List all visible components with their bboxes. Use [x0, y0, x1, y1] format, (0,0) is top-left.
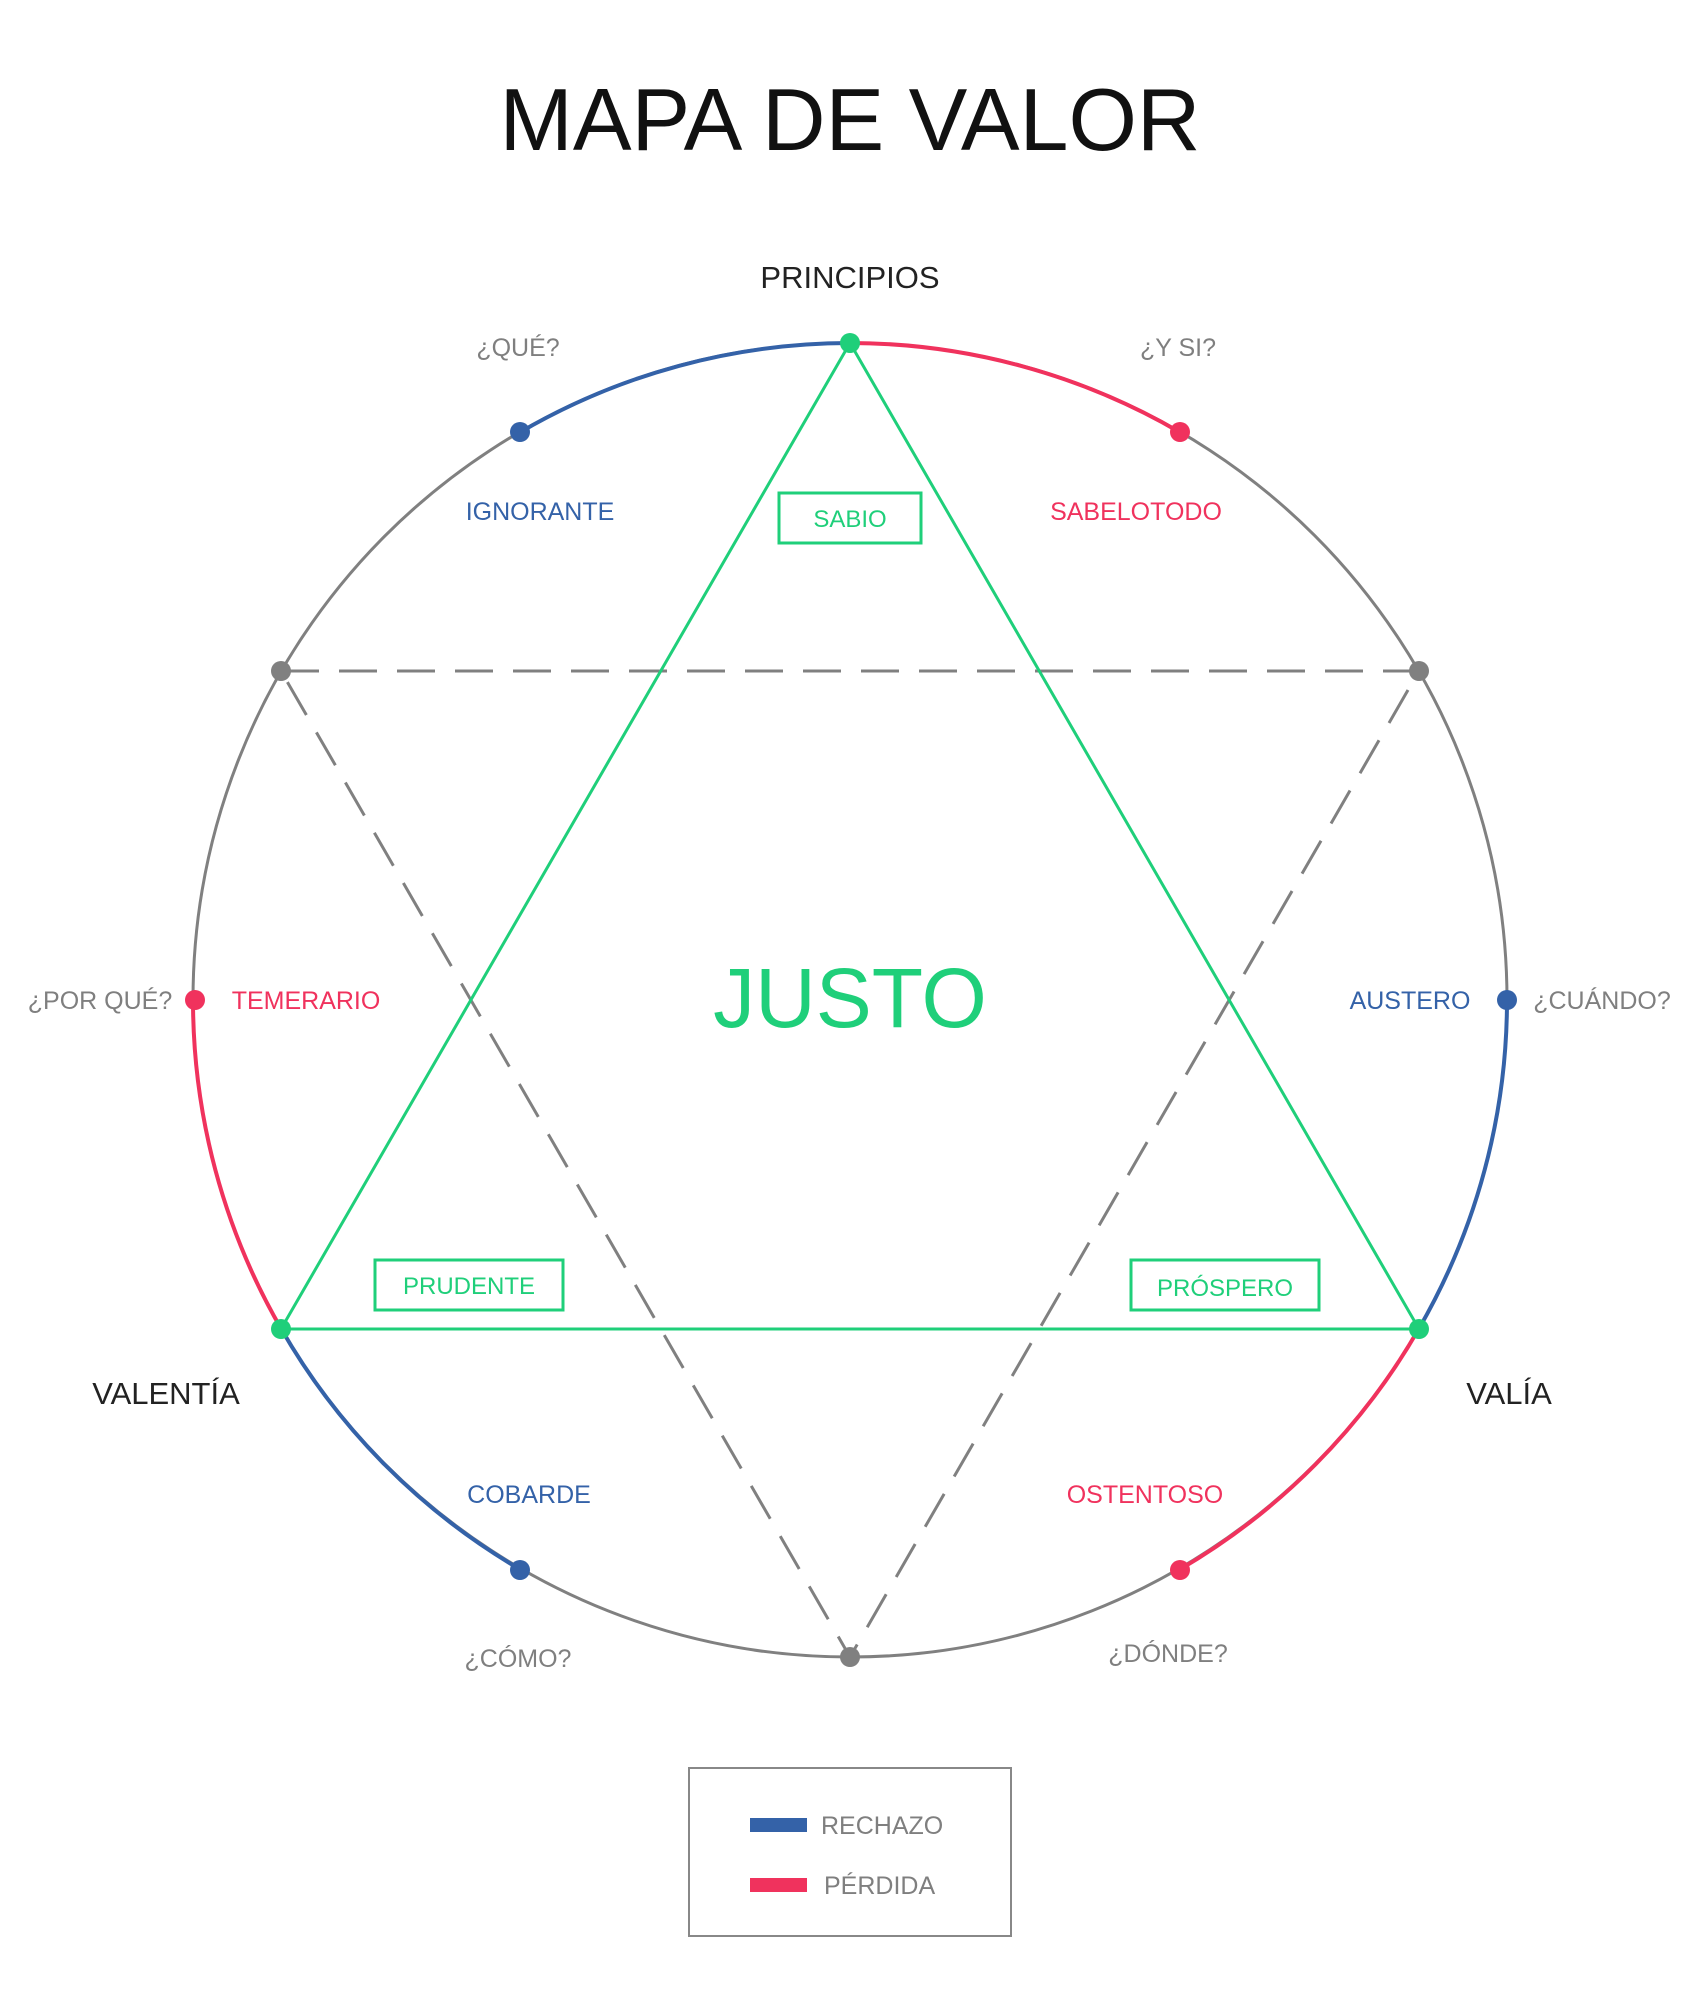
arc-perdida-top: [849, 341, 1182, 435]
question-por-que: ¿POR QUÉ?: [28, 986, 172, 1015]
node-valia: [1409, 1319, 1429, 1339]
virtue-prudente: PRUDENTE: [403, 1273, 535, 1300]
node-cuando: [1497, 990, 1517, 1010]
trait-cobarde: COBARDE: [467, 1481, 591, 1509]
trait-austero: AUSTERO: [1350, 987, 1471, 1015]
arc-rechazo-right: [1417, 999, 1509, 1330]
arc-perdida-bottom-right: [1179, 1327, 1421, 1571]
center-label: JUSTO: [713, 951, 987, 1045]
question-que: ¿QUÉ?: [476, 333, 559, 362]
trait-ignorante: IGNORANTE: [466, 498, 615, 526]
virtue-box-prospero: [1129, 1258, 1321, 1312]
trait-temerario: TEMERARIO: [232, 987, 381, 1015]
trait-sabelotodo: SABELOTODO: [1050, 498, 1222, 526]
node-upper-left: [271, 661, 291, 681]
virtue-prospero: PRÓSPERO: [1157, 1275, 1293, 1302]
node-que: [510, 422, 530, 442]
legend-box: [688, 1767, 1012, 1937]
question-cuando: ¿CUÁNDO?: [1533, 986, 1671, 1015]
question-donde: ¿DÓNDE?: [1108, 1639, 1227, 1668]
node-y-si: [1170, 422, 1190, 442]
legend-swatch-rechazo: [750, 1818, 807, 1832]
green-triangle: [278, 339, 1422, 1331]
node-donde: [1170, 1560, 1190, 1580]
arc-rechazo-bottom-left: [279, 1327, 521, 1571]
question-como: ¿CÓMO?: [465, 1644, 572, 1673]
arc-rechazo-top: [518, 341, 851, 435]
dashed-triangle: [278, 669, 1422, 1661]
node-principios: [840, 333, 860, 353]
vertex-label-valia: VALÍA: [1466, 1376, 1552, 1411]
page-title: MAPA DE VALOR: [500, 70, 1201, 169]
arc-perdida-left: [191, 999, 283, 1330]
trait-ostentoso: OSTENTOSO: [1067, 1481, 1224, 1509]
vertex-label-valentia: VALENTÍA: [92, 1376, 240, 1411]
question-y-si: ¿Y SI?: [1140, 334, 1216, 362]
virtue-box-sabio: [777, 491, 923, 545]
node-por-que: [185, 990, 205, 1010]
node-valentia: [271, 1319, 291, 1339]
node-upper-right: [1409, 661, 1429, 681]
virtue-sabio: SABIO: [813, 506, 886, 533]
legend-swatch-perdida: [750, 1878, 807, 1892]
node-como: [510, 1560, 530, 1580]
vertex-label-principios: PRINCIPIOS: [760, 260, 939, 295]
node-bottom: [840, 1647, 860, 1667]
legend-label-perdida: PÉRDIDA: [824, 1871, 935, 1900]
virtue-box-prudente: [373, 1258, 565, 1312]
legend-label-rechazo: RECHAZO: [821, 1812, 943, 1840]
